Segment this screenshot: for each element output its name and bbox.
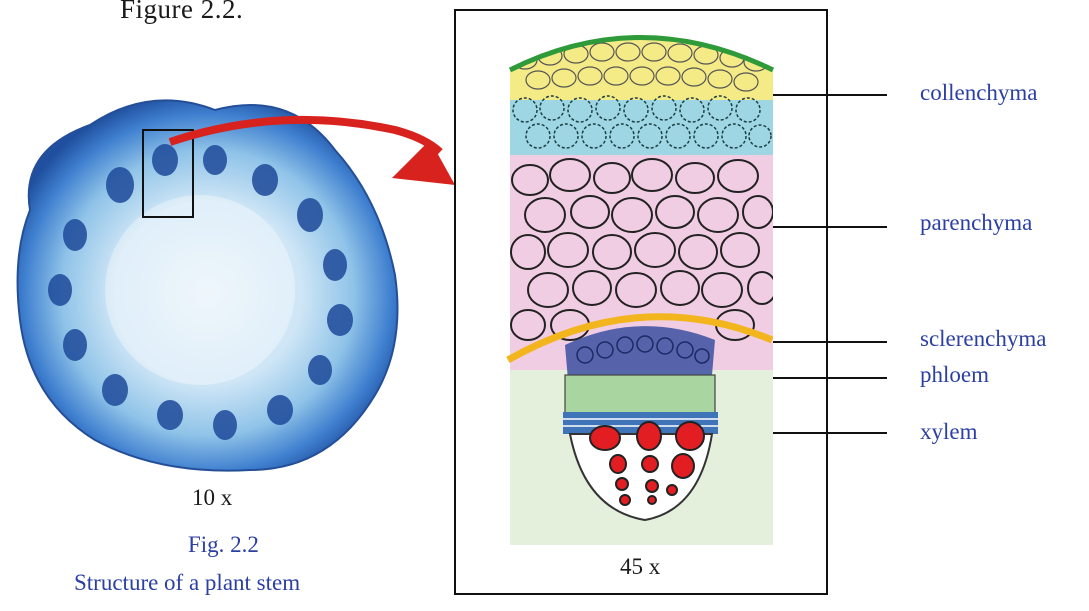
- caption-number: Fig. 2.2: [188, 532, 259, 558]
- label-parenchyma: parenchyma: [920, 210, 1032, 236]
- phloem-region: [565, 375, 715, 415]
- label-xylem: xylem: [920, 419, 978, 445]
- label-sclerenchyma: sclerenchyma: [920, 326, 1046, 352]
- figure-heading: Figure 2.2.: [120, 0, 243, 25]
- right-magnification: 45 x: [620, 554, 660, 580]
- pith: [105, 195, 295, 385]
- left-magnification: 10 x: [192, 485, 232, 511]
- label-collenchyma: collenchyma: [920, 80, 1038, 106]
- stem-cross-section: [18, 100, 398, 470]
- caption-text: Structure of a plant stem: [74, 570, 300, 596]
- label-phloem: phloem: [920, 362, 989, 388]
